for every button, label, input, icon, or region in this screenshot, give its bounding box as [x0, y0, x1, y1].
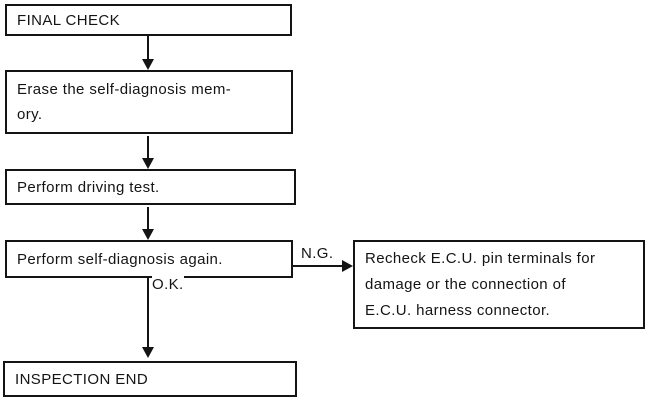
arrow-down-icon	[142, 59, 154, 70]
node-erase-memory-label: Erase the self-diagnosis mem- ory.	[17, 81, 232, 123]
node-erase-memory: Erase the self-diagnosis mem- ory.	[5, 70, 293, 134]
arrow-line-drive-to-selfdiag	[147, 207, 149, 230]
arrow-down-icon	[142, 229, 154, 240]
node-driving-test: Perform driving test.	[5, 169, 296, 205]
node-driving-test-label: Perform driving test.	[17, 178, 160, 196]
node-recheck-ecu: Recheck E.C.U. pin terminals for damage …	[353, 240, 645, 329]
arrow-down-icon	[142, 158, 154, 169]
node-recheck-ecu-label: Recheck E.C.U. pin terminals for damage …	[365, 249, 596, 319]
arrow-line-erase-to-drive	[147, 136, 149, 159]
node-inspection-end-label: INSPECTION END	[15, 370, 149, 388]
branch-label-ng: N.G.	[301, 245, 334, 262]
node-self-diagnosis: Perform self-diagnosis again.	[5, 240, 293, 278]
branch-label-ok: O.K.	[152, 276, 184, 293]
arrow-line-selfdiag-to-end	[147, 278, 149, 348]
node-final-check: FINAL CHECK	[5, 4, 292, 36]
arrow-line-final-to-erase	[147, 36, 149, 60]
node-self-diagnosis-label: Perform self-diagnosis again.	[17, 250, 223, 268]
arrow-line-selfdiag-to-recheck	[293, 265, 343, 267]
node-final-check-label: FINAL CHECK	[17, 11, 121, 29]
arrow-right-icon	[342, 260, 353, 272]
node-inspection-end: INSPECTION END	[3, 361, 297, 397]
arrow-down-icon	[142, 347, 154, 358]
